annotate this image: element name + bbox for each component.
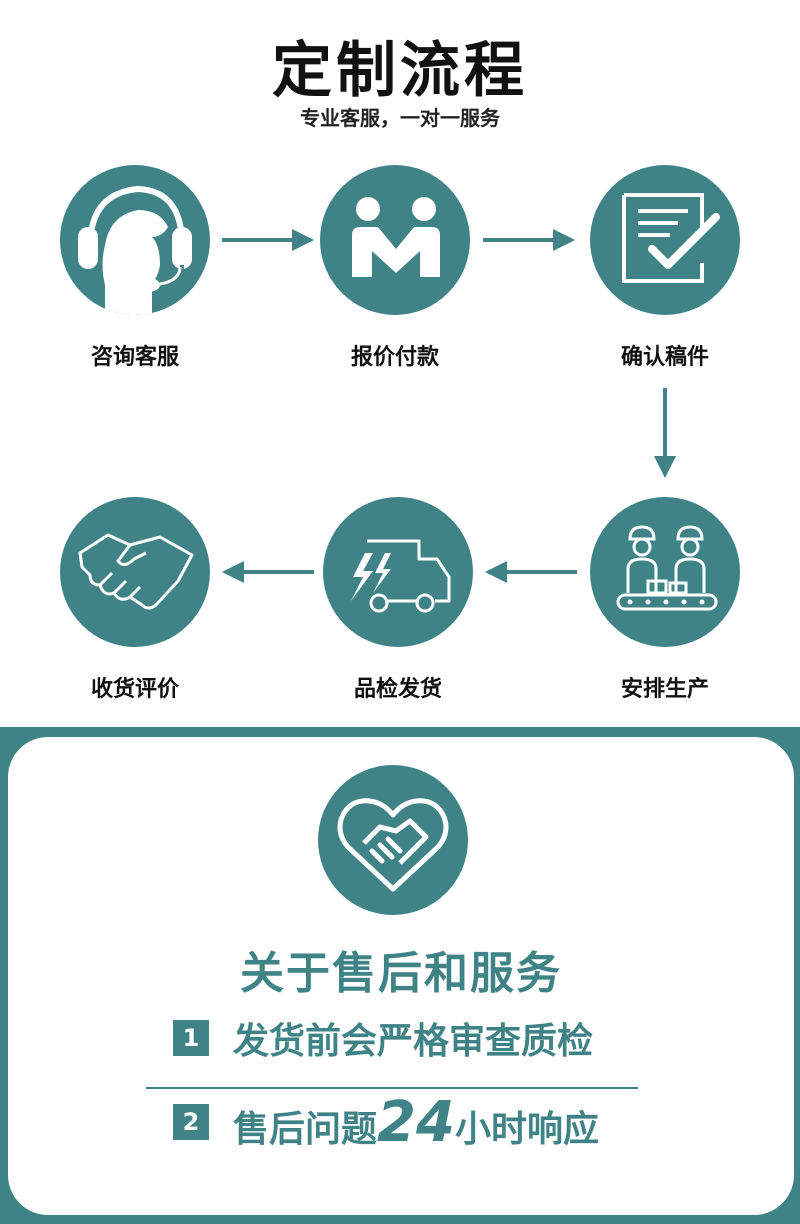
heart-handshake-icon — [337, 798, 449, 892]
page-subtitle: 专业客服，一对一服务 — [300, 106, 500, 130]
page-title: 定制流程 — [272, 36, 528, 106]
headset-icon — [78, 185, 192, 315]
item-number-badge: 2 — [173, 1104, 209, 1140]
step-receive-review: 收货评价 — [55, 497, 215, 703]
document-check-icon — [622, 193, 720, 283]
service-item-text-part: 小时响应 — [454, 1108, 599, 1150]
workers-conveyor-icon — [616, 525, 718, 611]
arrow-right-icon — [222, 229, 314, 251]
step-label: 安排生产 — [620, 677, 709, 702]
step-confirm-draft: 确认稿件 — [585, 165, 745, 371]
service-item-text-part: 售后问题 — [233, 1108, 378, 1150]
item-number-badge: 1 — [173, 1020, 209, 1056]
arrow-down-icon — [654, 388, 676, 478]
step-production: 安排生产 — [585, 497, 745, 703]
service-title: 关于售后和服务 — [240, 948, 562, 999]
response-hours: 24 — [377, 1089, 455, 1155]
step-label: 报价付款 — [350, 345, 439, 370]
step-inspect-ship: 品检发货 — [318, 497, 478, 703]
service-item: 1 发货前会严格审查质检 — [173, 1013, 653, 1063]
handshake-icon — [78, 533, 194, 610]
step-consult: 咨询客服 — [55, 165, 215, 371]
service-icon-circle — [318, 765, 468, 915]
step-label: 品检发货 — [353, 677, 442, 702]
arrow-left-icon — [222, 561, 314, 583]
people-meeting-icon — [352, 197, 440, 277]
divider — [146, 1087, 638, 1089]
service-item-text: 售后问题24小时响应 — [233, 1090, 599, 1155]
arrow-right-icon — [483, 229, 575, 251]
step-label: 确认稿件 — [620, 345, 709, 370]
delivery-truck-icon — [351, 539, 451, 613]
arrow-left-icon — [485, 561, 577, 583]
step-label: 收货评价 — [90, 677, 179, 702]
service-panel: 关于售后和服务 1 发货前会严格审查质检 2 售后问题24小时响应 — [0, 727, 800, 1224]
service-card: 关于售后和服务 1 发货前会严格审查质检 2 售后问题24小时响应 — [8, 737, 794, 1215]
service-item-text: 发货前会严格审查质检 — [233, 1021, 594, 1062]
step-quote-payment: 报价付款 — [315, 165, 475, 371]
service-item: 2 售后问题24小时响应 — [173, 1090, 653, 1155]
step-label: 咨询客服 — [90, 345, 179, 370]
